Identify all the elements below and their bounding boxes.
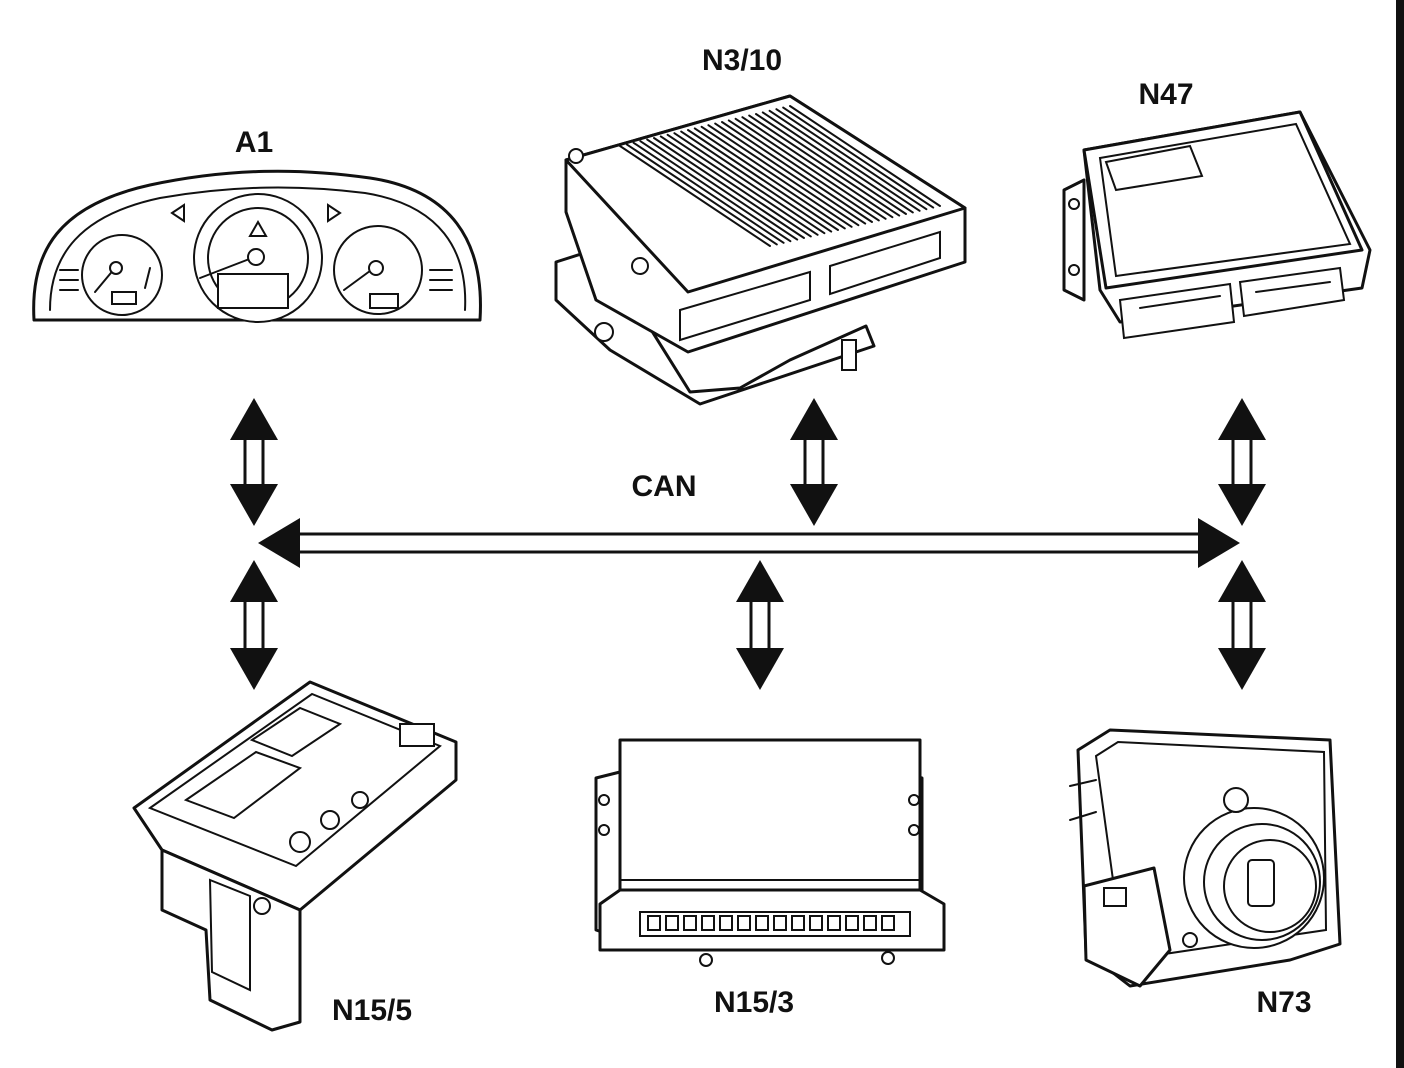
heatsink-fin: [639, 140, 792, 243]
heatsink-fin: [653, 137, 805, 239]
heatsink-fin: [680, 130, 833, 233]
label-n73: N73: [1256, 986, 1311, 1019]
control-unit-n47-icon: [1062, 110, 1372, 340]
connector-arrow-n47: [1218, 398, 1266, 526]
connector-pin: [791, 915, 805, 931]
heatsink-fin: [714, 122, 867, 225]
instrument-cluster-icon: [32, 169, 482, 323]
label-n47: N47: [1138, 78, 1193, 111]
connector-pin: [647, 915, 661, 931]
heatsink-fin: [659, 135, 812, 238]
engine-control-unit-icon: [554, 94, 967, 406]
label-can-bus: CAN: [632, 470, 697, 503]
heatsink-fin: [768, 109, 921, 212]
heatsink-fin: [632, 141, 785, 244]
connector-pin: [683, 915, 697, 931]
heatsink-fin: [687, 129, 839, 231]
transmission-control-unit-icon: [594, 738, 946, 967]
heatsink-fin: [721, 121, 873, 223]
connector-pin: [773, 915, 787, 931]
heatsink-fin: [707, 124, 860, 227]
connector-pin: [737, 915, 751, 931]
ignition-switch-icon: [1069, 728, 1342, 988]
heatsink-fin: [700, 125, 853, 228]
connector-arrow-n3-10: [790, 398, 838, 526]
connector-pin: [809, 915, 823, 931]
connector-arrows: [230, 398, 1266, 690]
heatsink-fin: [734, 117, 887, 220]
heatsink-fin: [748, 114, 901, 217]
connector-pin: [719, 915, 733, 931]
page-border-right: [1396, 0, 1404, 1068]
heatsink-fin: [646, 138, 799, 241]
heatsink-fin: [775, 108, 928, 211]
heatsink-fin: [666, 133, 819, 236]
heatsink-fin: [625, 143, 778, 246]
connector-pin: [665, 915, 679, 931]
label-n15-3: N15/3: [714, 986, 794, 1019]
heatsink-fin: [761, 111, 914, 214]
connector-pin: [755, 915, 769, 931]
label-n15-5: N15/5: [332, 994, 412, 1027]
connector-arrow-a1: [230, 398, 278, 526]
connector-pin: [881, 915, 895, 931]
label-a1: A1: [235, 126, 273, 159]
connector-pin: [827, 915, 841, 931]
selector-module-icon: [132, 680, 458, 1032]
heatsink-fin: [693, 127, 846, 230]
heatsink-fin: [741, 116, 894, 219]
connector-arrow-n15-5: [230, 560, 278, 690]
connector-pin: [845, 915, 859, 931]
heatsink-fin: [673, 132, 826, 235]
heatsink-fin: [755, 113, 907, 215]
can-bus-arrow: [258, 518, 1240, 568]
connector-pin: [701, 915, 715, 931]
label-n3-10: N3/10: [702, 44, 782, 77]
connector-arrow-n15-3: [736, 560, 784, 690]
connector-arrow-n73: [1218, 560, 1266, 690]
heatsink-fin: [727, 119, 880, 222]
connector-pin: [863, 915, 877, 931]
heatsink-fin: [782, 106, 935, 209]
heatsink-fin: [789, 105, 941, 207]
heatsink-fin: [619, 145, 771, 247]
